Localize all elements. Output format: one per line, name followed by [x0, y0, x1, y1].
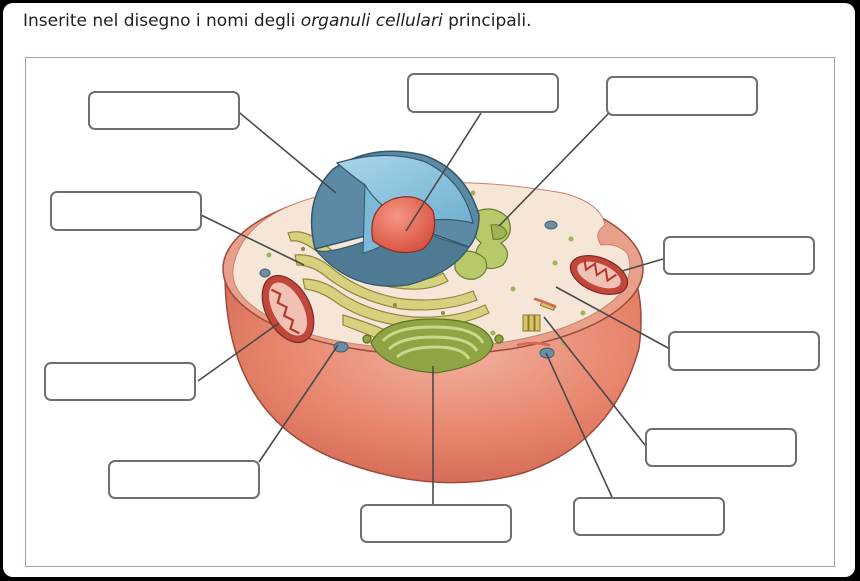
label-box-6[interactable] — [44, 362, 196, 401]
label-box-11[interactable] — [573, 497, 725, 536]
worksheet-page: Inserite nel disegno i nomi degli organu… — [3, 3, 855, 577]
label-box-4[interactable] — [50, 191, 202, 231]
leader-line-1 — [235, 109, 336, 193]
label-box-2[interactable] — [407, 73, 559, 113]
label-box-9[interactable] — [360, 504, 512, 543]
label-box-5[interactable] — [663, 236, 815, 275]
label-box-3[interactable] — [606, 76, 758, 116]
label-box-10[interactable] — [645, 428, 797, 467]
label-box-8[interactable] — [108, 460, 260, 499]
label-box-7[interactable] — [668, 331, 820, 371]
label-box-1[interactable] — [88, 91, 240, 130]
